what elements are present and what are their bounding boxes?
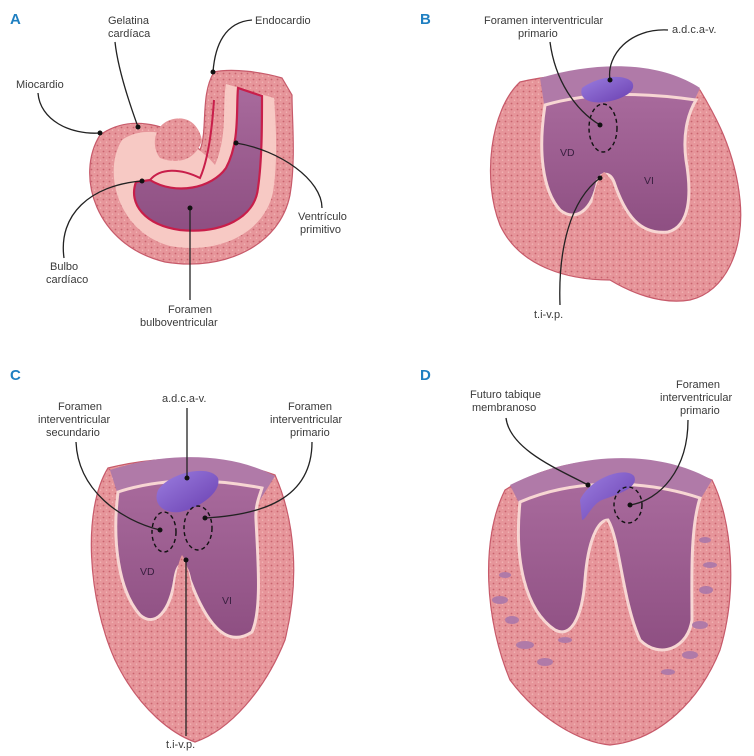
- panel-d: D Futuro tabique: [420, 367, 732, 745]
- panel-letter-d: D: [420, 367, 431, 384]
- label-adcav-b: a.d.c.a-v.: [672, 24, 716, 36]
- label-fip-1: Foramen interventricular: [484, 15, 604, 27]
- label-ftm-2: membranoso: [472, 402, 536, 414]
- label-fip-c-3: primario: [290, 427, 330, 439]
- label-tivp-b: t.i-v.p.: [534, 309, 563, 321]
- label-fip-2: primario: [518, 28, 558, 40]
- label-fis-3: secundario: [46, 427, 100, 439]
- label-ftm-1: Futuro tabique: [470, 389, 541, 401]
- label-vd-b: VD: [560, 147, 575, 159]
- label-fip-d-3: primario: [680, 405, 720, 417]
- panel-letter-a: A: [10, 11, 21, 28]
- panel-c: C Foramen interventricular secundario a.…: [10, 367, 342, 751]
- label-fip-c-1: Foramen: [288, 401, 332, 413]
- label-foramen-2: bulboventricular: [140, 317, 218, 329]
- label-vi-b: VI: [644, 175, 654, 187]
- label-gelatina-1: Gelatina: [108, 15, 150, 27]
- label-gelatina-2: cardíaca: [108, 28, 151, 40]
- label-miocardio: Miocardio: [16, 79, 64, 91]
- label-foramen-1: Foramen: [168, 304, 212, 316]
- label-adcav-c: a.d.c.a-v.: [162, 393, 206, 405]
- panel-letter-b: B: [420, 11, 431, 28]
- label-endocardio: Endocardio: [255, 15, 311, 27]
- label-bulbo-1: Bulbo: [50, 261, 78, 273]
- panel-b: B Foramen interventricular primario a.d.…: [420, 11, 741, 321]
- label-vd-c: VD: [140, 566, 155, 578]
- label-vi-c: VI: [222, 595, 232, 607]
- label-fip-c-2: interventricular: [270, 414, 342, 426]
- label-bulbo-2: cardíaco: [46, 274, 88, 286]
- panel-letter-c: C: [10, 367, 21, 384]
- label-tivp-c: t.i-v.p.: [166, 739, 195, 751]
- label-ventriculo-2: primitivo: [300, 224, 341, 236]
- panel-a: A Gelatina cardíaca Endocardio Miocardio…: [10, 11, 347, 329]
- label-fip-d-2: interventricular: [660, 392, 732, 404]
- label-ventriculo-1: Ventrículo: [298, 211, 347, 223]
- label-fis-1: Foramen: [58, 401, 102, 413]
- label-fis-2: interventricular: [38, 414, 110, 426]
- label-fip-d-1: Foramen: [676, 379, 720, 391]
